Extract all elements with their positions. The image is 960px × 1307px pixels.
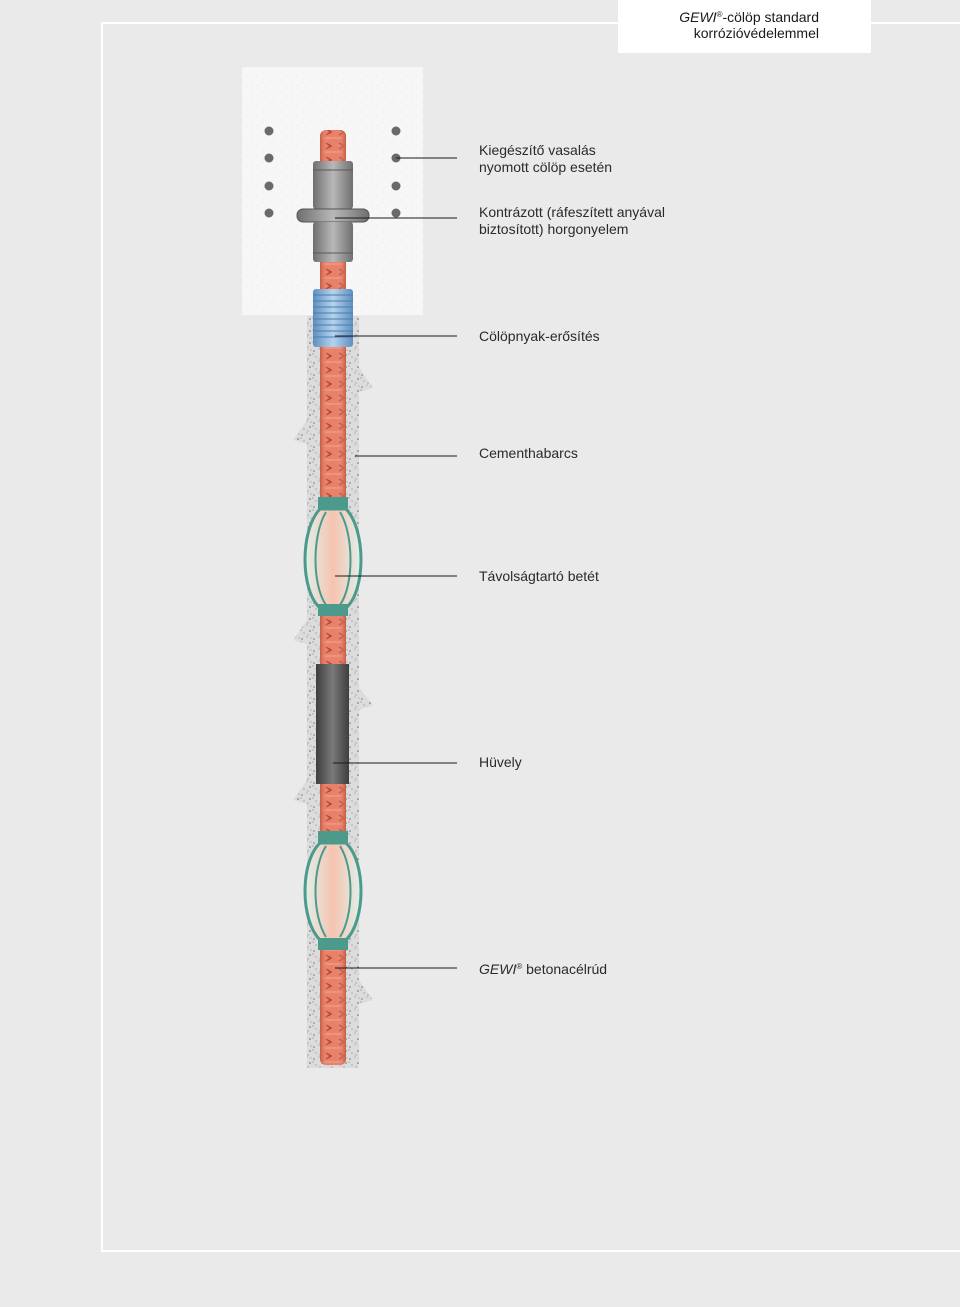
- label-spacer: Távolságtartó betét: [479, 568, 599, 584]
- label-pile-neck: Cölöpnyak-erősítés: [479, 328, 600, 344]
- leader-lines: [333, 157, 457, 969]
- title-line-2: korrózióvédelemmel: [693, 25, 819, 41]
- label-bar-brand: GEWI: [479, 961, 517, 977]
- label-steel-bar: GEWI® betonacélrúd: [479, 961, 607, 978]
- label-anchor: Kontrázott (ráfeszített anyával biztosít…: [479, 204, 665, 238]
- label-reinforcement-line1: Kiegészítő vasalás: [479, 142, 596, 158]
- label-grout: Cementhabarcs: [479, 445, 578, 461]
- label-reinforcement-line2: nyomott cölöp esetén: [479, 159, 613, 175]
- label-reinforcement: Kiegészítő vasalás nyomott cölöp esetén: [479, 142, 612, 176]
- reinforcement-dots: [264, 126, 401, 218]
- title-box: GEWI®-cölöp standard korrózióvédelemmel: [618, 0, 871, 53]
- label-sleeve: Hüvely: [479, 754, 522, 770]
- title-line-1: GEWI®-cölöp standard: [618, 9, 819, 25]
- title-line1-rest: -cölöp standard: [722, 9, 819, 25]
- label-anchor-line2: biztosított) horgonyelem: [479, 221, 629, 237]
- title-brand: GEWI: [679, 9, 717, 25]
- diagram-frame: [101, 22, 960, 1252]
- label-anchor-line1: Kontrázott (ráfeszített anyával: [479, 204, 665, 220]
- spacer-upper: [303, 497, 363, 616]
- title-registered-mark: ®: [716, 10, 723, 19]
- sleeve-tube: [316, 664, 349, 784]
- spacer-lower: [303, 831, 363, 950]
- anchor-nut-assembly: [296, 161, 370, 262]
- label-bar-rest: betonacélrúd: [522, 961, 608, 977]
- label-bar-registered-mark: ®: [516, 962, 523, 971]
- pile-neck-sleeve: [313, 289, 353, 347]
